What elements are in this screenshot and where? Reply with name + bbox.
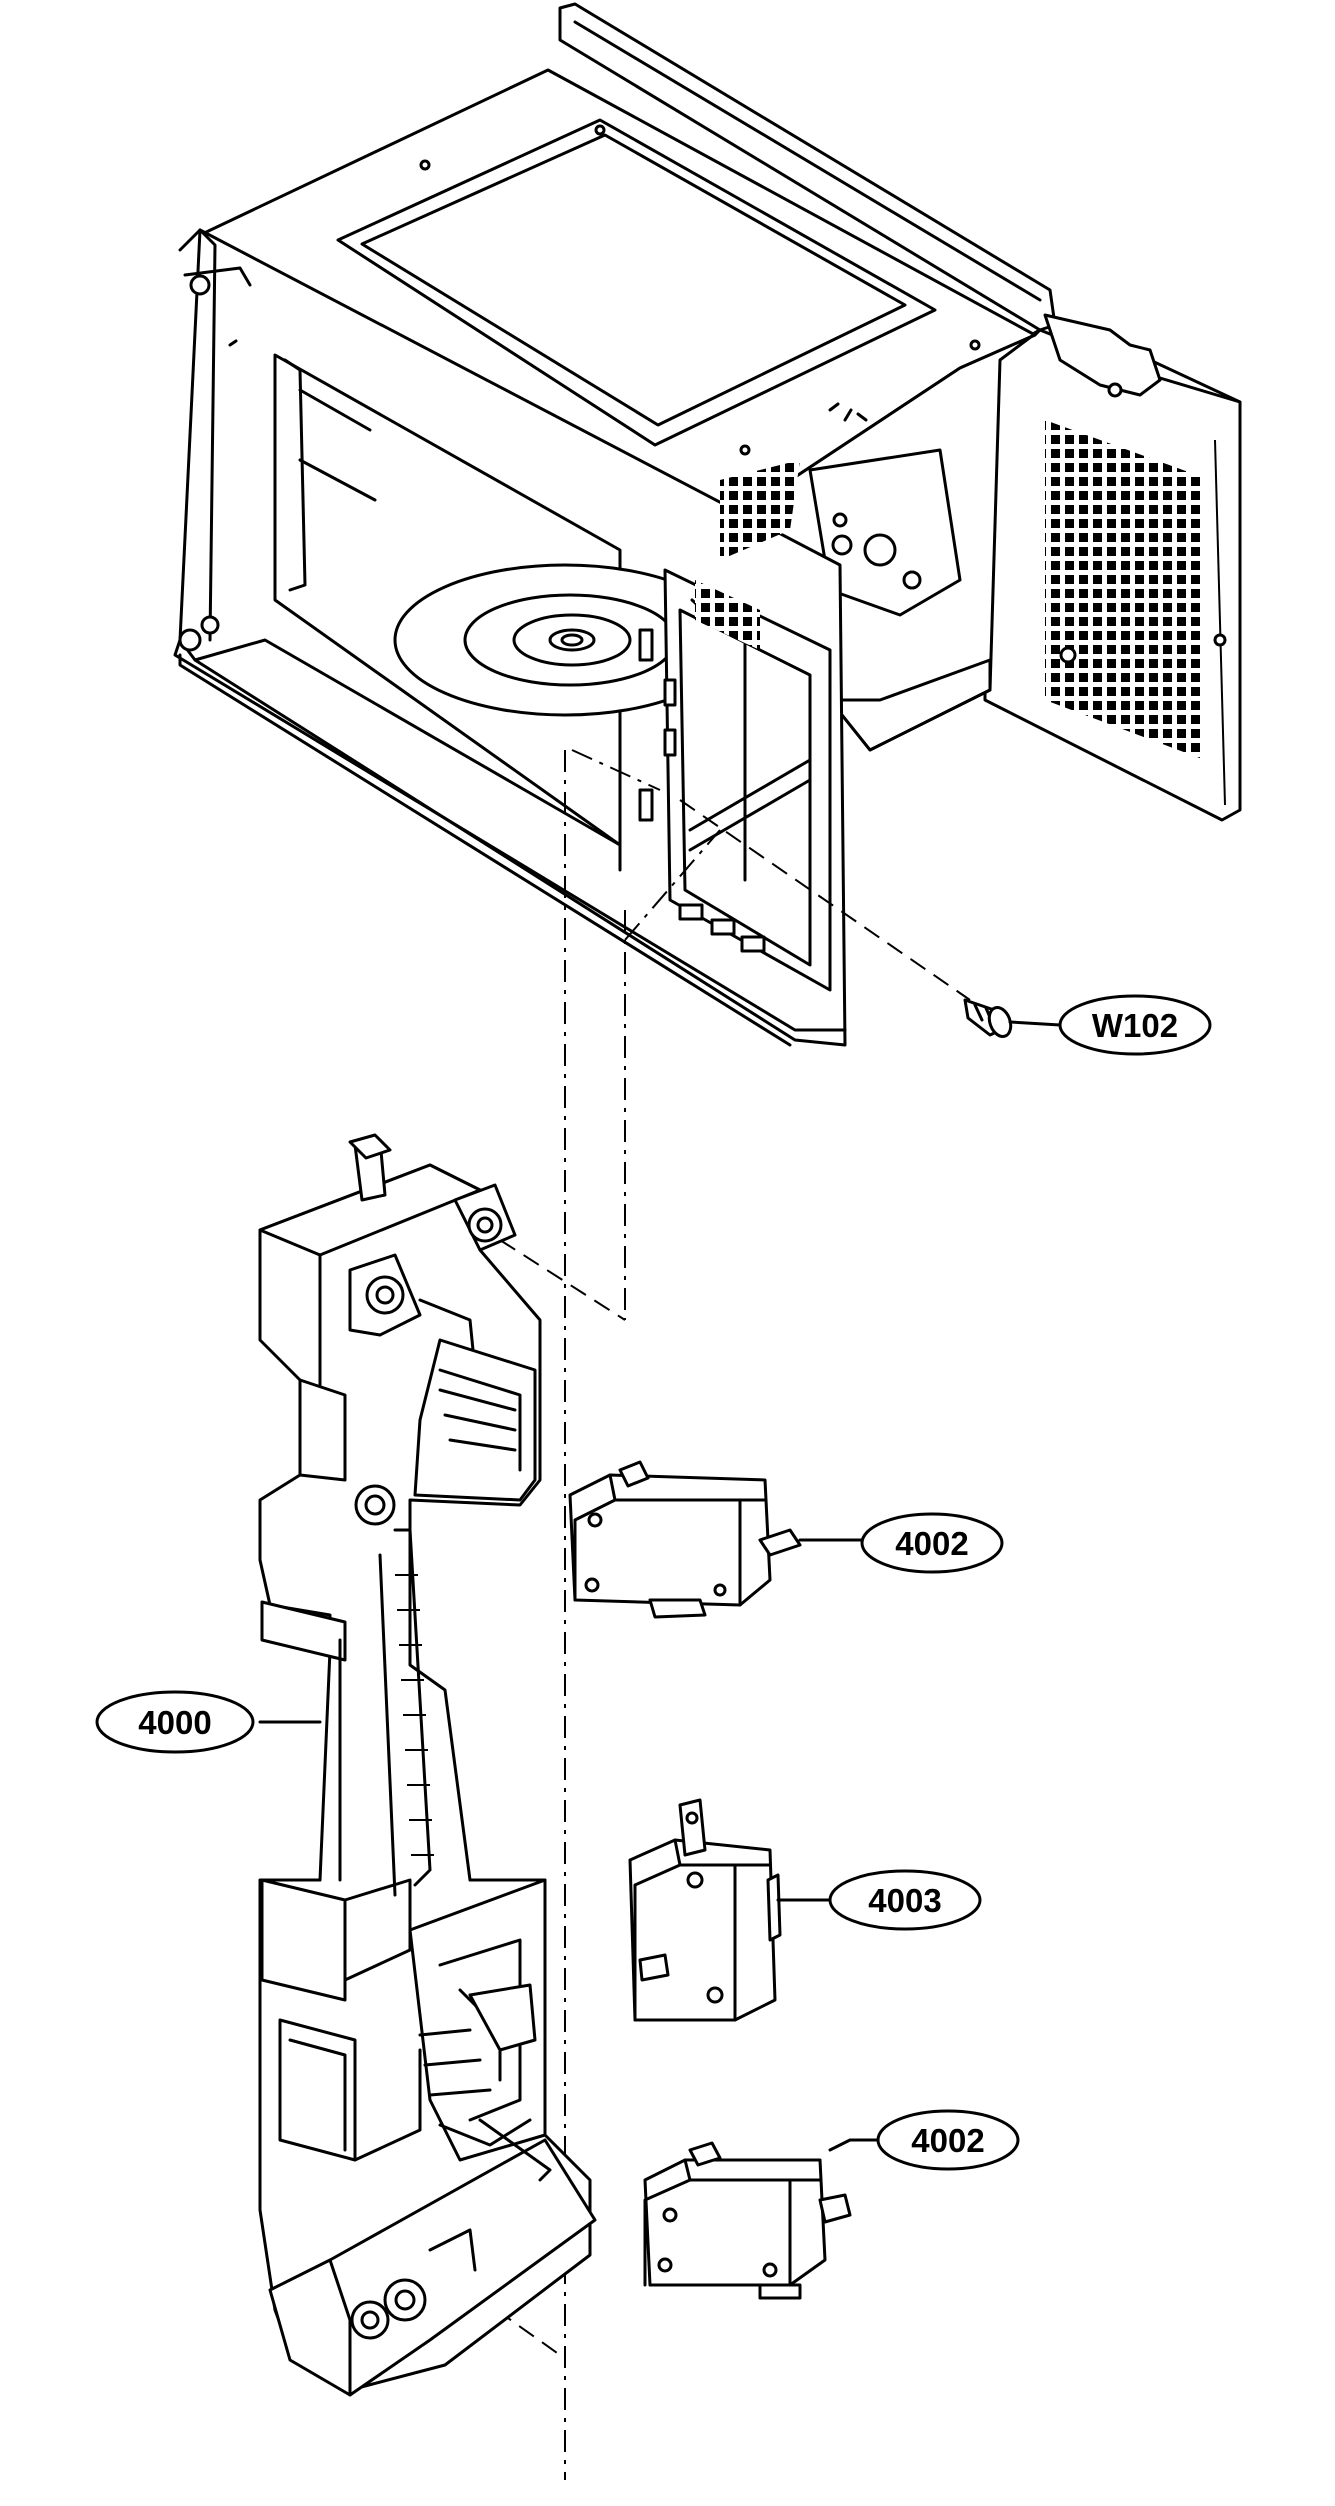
callout-4000: 4000 [95,1690,255,1754]
callout-4002-upper-label: 4002 [895,1525,968,1562]
callout-4000-label: 4000 [138,1704,211,1741]
callout-4002-upper: 4002 [860,1512,1004,1574]
callout-w102-label: W102 [1092,1007,1178,1044]
switch-4002-lower [643,2138,882,2300]
callout-4002-lower-label: 4002 [911,2122,984,2159]
callout-w102: W102 [1058,994,1212,1056]
switch-4003-middle [628,1798,832,2022]
callout-4002-lower: 4002 [876,2109,1020,2171]
switch-4002-upper [568,1460,867,1619]
microwave-cavity-assembly [173,2,1242,1047]
callout-4003-label: 4003 [868,1882,941,1919]
screw-w102 [963,998,1062,1039]
callout-4003: 4003 [828,1869,982,1931]
latch-board-4000 [258,1133,597,2397]
